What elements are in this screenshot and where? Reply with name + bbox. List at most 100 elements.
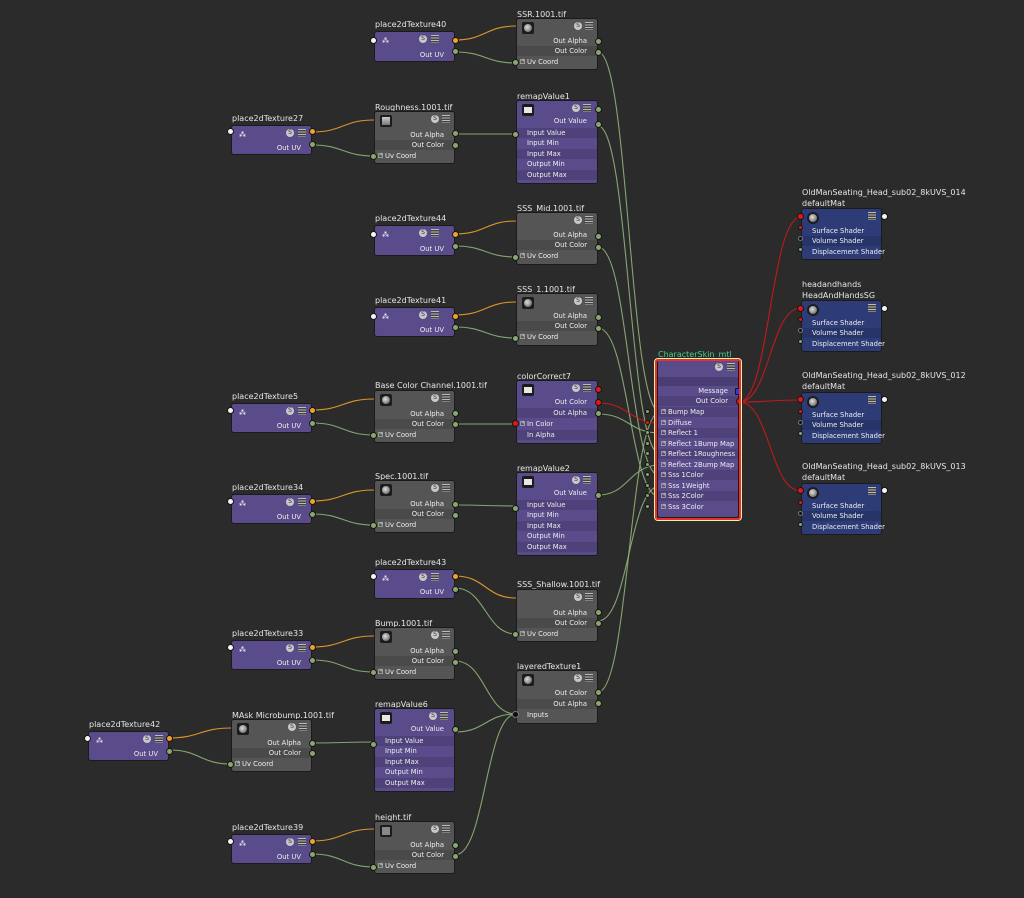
output-port[interactable] [595, 314, 602, 321]
output-port[interactable] [452, 726, 459, 733]
node-menu-icon[interactable] [727, 363, 735, 371]
output-port[interactable] [309, 141, 316, 148]
node-state-button[interactable]: S [288, 723, 296, 731]
node-menu-icon[interactable] [431, 35, 439, 43]
node-state-button[interactable]: S [574, 22, 582, 30]
output-port[interactable] [452, 130, 459, 137]
node-menu-icon[interactable] [583, 104, 591, 112]
node-state-button[interactable]: S [286, 129, 294, 137]
node-state-button[interactable]: S [419, 573, 427, 581]
input-port[interactable] [797, 487, 804, 494]
input-port[interactable] [798, 225, 803, 230]
input-port[interactable] [512, 335, 519, 342]
input-port[interactable] [370, 741, 377, 748]
input-port[interactable] [370, 522, 377, 529]
input-port[interactable] [512, 254, 519, 261]
output-port[interactable] [881, 213, 888, 220]
node-state-button[interactable]: S [431, 825, 439, 833]
input-port[interactable] [370, 313, 377, 320]
node-state-button[interactable]: S [715, 363, 723, 371]
expand-icon[interactable]: + [661, 481, 667, 488]
node-menu-icon[interactable] [585, 593, 593, 601]
input-port[interactable] [645, 461, 650, 467]
input-port[interactable] [798, 409, 803, 414]
input-port[interactable] [645, 419, 650, 425]
output-port[interactable] [309, 740, 316, 747]
input-port[interactable] [370, 37, 377, 44]
input-port[interactable] [512, 505, 519, 512]
output-port[interactable] [452, 573, 459, 580]
input-port[interactable] [227, 644, 234, 651]
output-port[interactable] [166, 748, 173, 755]
output-port[interactable] [881, 487, 888, 494]
input-port[interactable] [797, 396, 804, 403]
output-port[interactable] [595, 121, 602, 128]
output-port[interactable] [452, 48, 459, 55]
input-port[interactable] [370, 864, 377, 871]
node-menu-icon[interactable] [298, 644, 306, 652]
node-state-button[interactable]: S [574, 593, 582, 601]
expand-icon[interactable]: + [661, 502, 667, 509]
output-port[interactable] [452, 313, 459, 320]
material-attribute-row[interactable]: +Reflect 1Bump Map [645, 439, 738, 449]
output-port[interactable] [452, 853, 459, 860]
output-port[interactable] [452, 324, 459, 331]
output-port[interactable] [595, 38, 602, 45]
output-port[interactable] [452, 142, 459, 149]
input-port[interactable] [645, 503, 650, 509]
input-port[interactable] [798, 420, 803, 425]
node-state-button[interactable]: S [419, 229, 427, 237]
input-port[interactable] [512, 420, 519, 427]
node-state-button[interactable]: S [572, 476, 580, 484]
place2d-node-33[interactable]: place2dTexture33 ⁂ S Out UV [227, 629, 316, 670]
output-port[interactable] [452, 421, 459, 428]
output-port[interactable] [595, 386, 602, 393]
node-state-button[interactable]: S [419, 311, 427, 319]
input-port[interactable] [370, 573, 377, 580]
node-menu-icon[interactable] [442, 394, 450, 402]
node-state-button[interactable]: S [429, 712, 437, 720]
input-port[interactable] [84, 735, 91, 742]
input-port[interactable] [370, 432, 377, 439]
output-port[interactable] [452, 659, 459, 666]
remap-node-6[interactable]: remapValue6 S Out Value Input Value Inpu… [370, 700, 459, 792]
input-port[interactable] [645, 482, 650, 488]
node-state-button[interactable]: S [574, 297, 582, 305]
file-node-mask-microbump[interactable]: MAsk Microbump.1001.tif S Out Alpha Out … [227, 711, 334, 772]
node-menu-icon[interactable] [298, 838, 306, 846]
output-port[interactable] [309, 128, 316, 135]
expand-icon[interactable]: + [661, 418, 667, 425]
material-attribute-row[interactable]: +Sss 1Weight [645, 481, 738, 491]
output-port[interactable] [452, 512, 459, 519]
expand-icon[interactable]: + [661, 408, 667, 414]
material-attribute-row[interactable]: +Sss 2Color [645, 491, 738, 501]
node-menu-icon[interactable] [868, 212, 876, 220]
input-port[interactable] [645, 472, 650, 477]
file-node-bump[interactable]: Bump.1001.tif S Out Alpha Out Color +Uv … [370, 619, 459, 680]
expand-icon[interactable]: + [661, 429, 667, 435]
output-port[interactable] [309, 750, 316, 757]
input-port[interactable] [645, 440, 650, 446]
place2d-node-41[interactable]: place2dTexture41 ⁂ S Out UV [370, 296, 459, 337]
output-port[interactable] [452, 586, 459, 593]
output-port[interactable] [595, 700, 602, 707]
material-attribute-row[interactable]: +Reflect 1 [645, 428, 738, 438]
output-port[interactable] [595, 410, 602, 417]
input-port[interactable] [227, 498, 234, 505]
node-menu-icon[interactable] [440, 712, 448, 720]
input-port[interactable] [370, 153, 377, 160]
layered-texture-node[interactable]: layeredTexture1 S Out Color Out Alpha In… [512, 662, 602, 724]
output-port[interactable] [309, 407, 316, 414]
color-correct-node[interactable]: colorCorrect7 S Out Color Out Alpha +In … [512, 372, 602, 444]
node-state-button[interactable]: S [143, 735, 151, 743]
remap-node-2[interactable]: remapValue2 S Out Value Input Value Inpu… [512, 464, 602, 556]
output-port[interactable] [452, 501, 459, 508]
node-menu-icon[interactable] [442, 115, 450, 123]
node-state-button[interactable]: S [419, 35, 427, 43]
node-menu-icon[interactable] [431, 573, 439, 581]
input-port[interactable] [370, 669, 377, 676]
node-menu-icon[interactable] [298, 407, 306, 415]
output-port[interactable] [595, 399, 602, 406]
output-port[interactable] [309, 420, 316, 427]
output-port[interactable] [881, 305, 888, 312]
